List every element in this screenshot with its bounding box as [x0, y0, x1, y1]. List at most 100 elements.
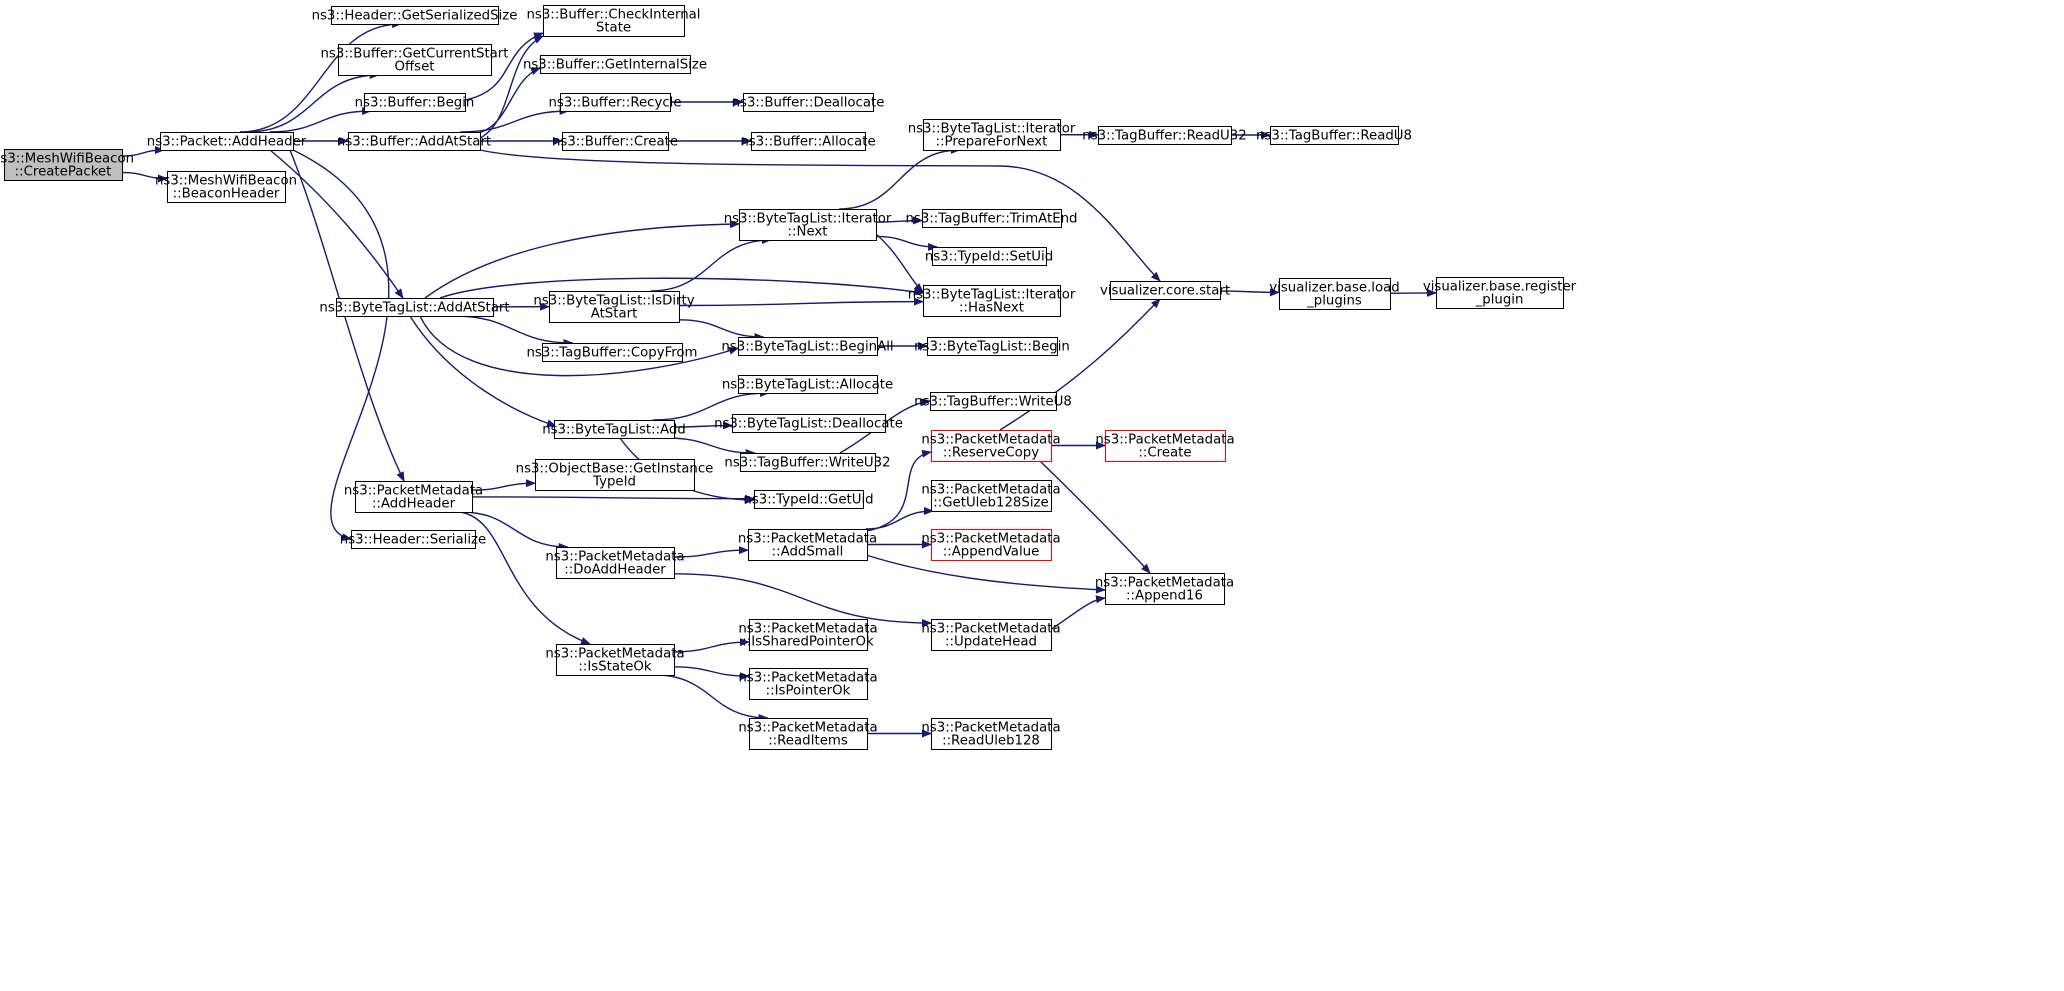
node-writeU32[interactable]: ns3::TagBuffer::WriteU32 [724, 453, 891, 472]
node-box[interactable] [739, 209, 877, 241]
node-box[interactable] [754, 490, 864, 509]
node-box[interactable] [167, 171, 286, 203]
node-bufAddAtStart[interactable]: ns3::Buffer::AddAtStart [337, 132, 491, 151]
node-box[interactable] [560, 93, 671, 112]
node-hasNext[interactable]: ns3::ByteTagList::Iterator::HasNext [908, 285, 1076, 317]
node-box[interactable] [535, 459, 695, 491]
node-iterNext[interactable]: ns3::ByteTagList::Iterator::Next [724, 209, 892, 241]
node-box[interactable] [1110, 281, 1221, 300]
node-root[interactable]: ns3::MeshWifiBeacon::CreatePacket [0, 149, 134, 181]
node-bufBegin[interactable]: ns3::Buffer::Begin [355, 93, 475, 112]
node-box[interactable] [932, 247, 1047, 266]
node-btlAddAtStart[interactable]: ns3::ByteTagList::AddAtStart [319, 298, 510, 317]
node-deallocate[interactable]: ns3::Buffer::Deallocate [732, 93, 885, 112]
node-getUleb128Size[interactable]: ns3::PacketMetadata::GetUleb128Size [921, 480, 1061, 512]
node-isStateOk[interactable]: ns3::PacketMetadata::IsStateOk [545, 644, 685, 676]
node-beaconHeader[interactable]: ns3::MeshWifiBeacon::BeaconHeader [155, 171, 297, 203]
node-box[interactable] [348, 132, 481, 151]
node-headerSerialize[interactable]: ns3::Header::Serialize [340, 530, 486, 549]
node-box[interactable] [556, 547, 675, 579]
node-isSharedPointerOk[interactable]: ns3::PacketMetadata::IsSharedPointerOk [738, 619, 878, 651]
node-box[interactable] [751, 132, 866, 151]
node-btlDeallocate[interactable]: ns3::ByteTagList::Deallocate [714, 414, 903, 433]
node-pmAddHeader[interactable]: ns3::PacketMetadata::AddHeader [344, 481, 483, 513]
node-box[interactable] [732, 414, 886, 433]
node-addHeader[interactable]: ns3::Packet::AddHeader [147, 132, 307, 151]
node-updateHead[interactable]: ns3::PacketMetadata::UpdateHead [921, 619, 1061, 651]
node-box[interactable] [336, 298, 494, 317]
node-box[interactable] [549, 291, 680, 323]
node-appendValue[interactable]: ns3::PacketMetadata::AppendValue [921, 529, 1061, 561]
node-box[interactable] [1436, 277, 1564, 309]
node-box[interactable] [1270, 126, 1399, 145]
node-box[interactable] [351, 530, 476, 549]
node-btlAdd[interactable]: ns3::ByteTagList::Add [542, 420, 686, 439]
node-isPointerOk[interactable]: ns3::PacketMetadata::IsPointerOk [738, 668, 878, 700]
node-addSmall[interactable]: ns3::PacketMetadata::AddSmall [738, 529, 877, 561]
node-box[interactable] [562, 132, 669, 151]
node-getUid[interactable]: ns3::TypeId::GetUid [743, 490, 874, 509]
node-trimAtEnd[interactable]: ns3::TagBuffer::TrimAtEnd [906, 209, 1078, 228]
node-box[interactable] [542, 343, 683, 362]
node-box[interactable] [4, 149, 123, 181]
node-getSerializedSize[interactable]: ns3::Header::GetSerializedSize [312, 6, 518, 25]
node-box[interactable] [748, 529, 868, 561]
node-box[interactable] [1105, 430, 1226, 462]
node-box[interactable] [543, 5, 685, 37]
node-box[interactable] [743, 93, 874, 112]
node-box[interactable] [923, 119, 1061, 151]
node-doAddHeader[interactable]: ns3::PacketMetadata::DoAddHeader [545, 547, 685, 579]
node-box[interactable] [364, 93, 466, 112]
node-box[interactable] [931, 529, 1052, 561]
node-pmCreate[interactable]: ns3::PacketMetadata::Create [1095, 430, 1235, 462]
node-box[interactable] [355, 481, 473, 513]
node-box[interactable] [923, 285, 1061, 317]
node-box[interactable] [556, 644, 675, 676]
node-btlAllocate[interactable]: ns3::ByteTagList::Allocate [722, 375, 893, 394]
node-box[interactable] [749, 718, 868, 750]
node-box[interactable] [540, 55, 691, 74]
node-box[interactable] [749, 668, 868, 700]
node-box[interactable] [931, 718, 1052, 750]
node-create[interactable]: ns3::Buffer::Create [552, 132, 678, 151]
node-box[interactable] [931, 480, 1052, 512]
node-getInternalSize[interactable]: ns3::Buffer::GetInternalSize [523, 55, 707, 74]
node-vizStart[interactable]: visualizer.core.start [1100, 281, 1230, 300]
node-readItems[interactable]: ns3::PacketMetadata::ReadItems [738, 718, 878, 750]
node-readU32[interactable]: ns3::TagBuffer::ReadU32 [1082, 126, 1247, 145]
node-box[interactable] [931, 619, 1052, 651]
node-loadPlugins[interactable]: visualizer.base.load_plugins [1269, 278, 1400, 310]
node-box[interactable] [554, 420, 675, 439]
node-btlBegin[interactable]: ns3::ByteTagList::Begin [914, 337, 1070, 356]
node-box[interactable] [738, 375, 878, 394]
node-writeU8[interactable]: ns3::TagBuffer::WriteU8 [914, 392, 1072, 411]
node-allocate[interactable]: ns3::Buffer::Allocate [740, 132, 876, 151]
node-box[interactable] [1105, 573, 1225, 605]
node-box[interactable] [1279, 278, 1391, 310]
node-box[interactable] [738, 337, 878, 356]
node-readUleb128[interactable]: ns3::PacketMetadata::ReadUleb128 [921, 718, 1061, 750]
node-box[interactable] [931, 430, 1052, 462]
node-box[interactable] [930, 392, 1057, 411]
node-copyFrom[interactable]: ns3::TagBuffer::CopyFrom [526, 343, 698, 362]
node-beginAll[interactable]: ns3::ByteTagList::BeginAll [721, 337, 894, 356]
node-box[interactable] [922, 209, 1062, 228]
node-box[interactable] [740, 453, 876, 472]
node-box[interactable] [749, 619, 868, 651]
node-readU8[interactable]: ns3::TagBuffer::ReadU8 [1256, 126, 1412, 145]
node-setUid[interactable]: ns3::TypeId::SetUid [925, 247, 1053, 266]
node-box[interactable] [1098, 126, 1232, 145]
node-registerPlugin[interactable]: visualizer.base.register_plugin [1423, 277, 1577, 309]
node-box[interactable] [160, 132, 294, 151]
node-reserveCopy[interactable]: ns3::PacketMetadata::ReserveCopy [921, 430, 1061, 462]
node-prepareForNext[interactable]: ns3::ByteTagList::Iterator::PrepareForNe… [908, 119, 1076, 151]
node-append16[interactable]: ns3::PacketMetadata::Append16 [1095, 573, 1234, 605]
node-box[interactable] [338, 44, 492, 76]
node-box[interactable] [927, 337, 1058, 356]
node-box[interactable] [331, 6, 499, 25]
node-recycle[interactable]: ns3::Buffer::Recycle [548, 93, 682, 112]
